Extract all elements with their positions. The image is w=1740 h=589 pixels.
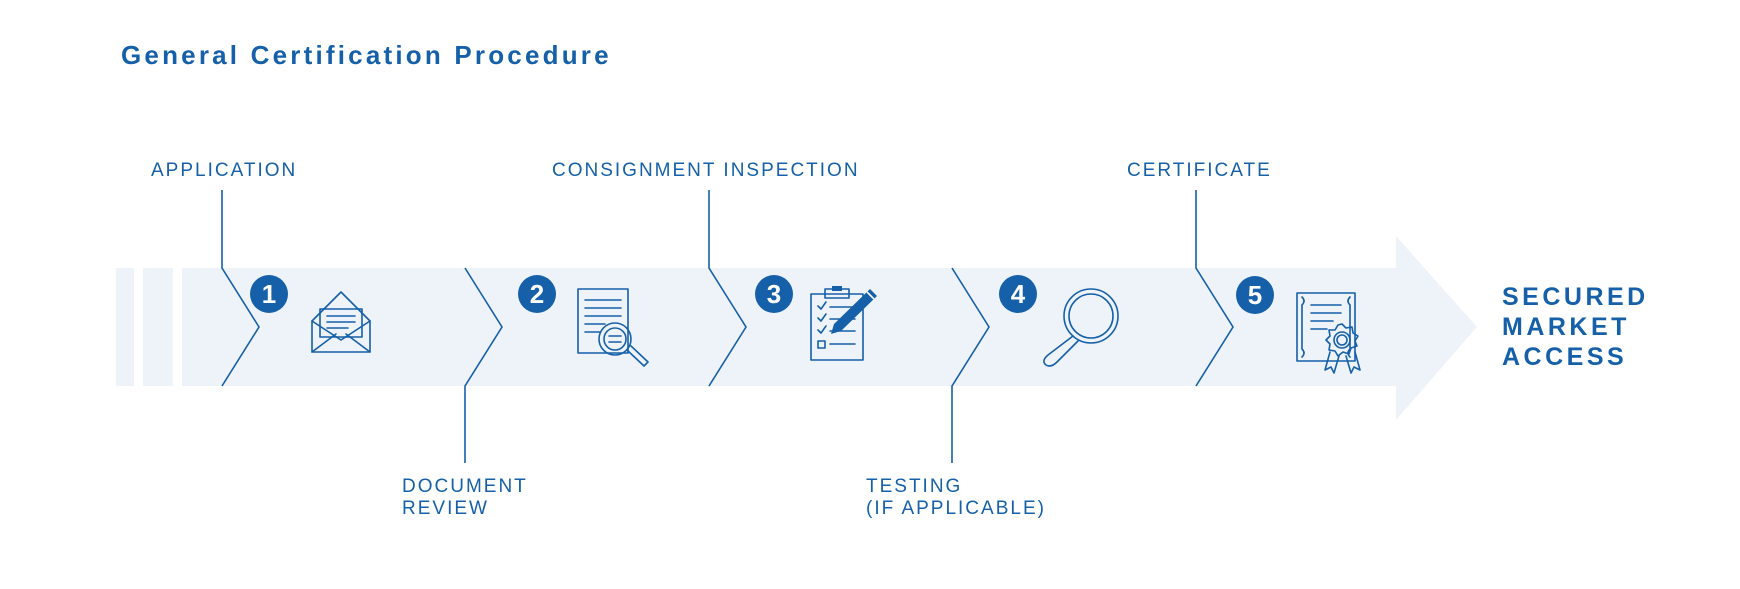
step-separators [221,190,1234,463]
diagram-title: General Certification Procedure [121,40,612,70]
band-stripe [116,268,134,386]
badge-circle [250,275,288,313]
arrow-shape [182,236,1477,420]
magnifying-glass-icon [1043,288,1119,367]
badge-circle [1236,276,1274,314]
separator-consignment-inspection [708,190,747,387]
step-number: 4 [1011,279,1026,309]
separator-certificate [1195,190,1234,387]
separator-application [221,190,260,387]
band-stripe [143,268,173,386]
step-number: 2 [530,279,544,309]
outcome-label: SECURED MARKET ACCESS [1502,283,1659,371]
step-badge-1: 1 [250,275,288,313]
separator-testing [951,267,990,463]
step-number: 3 [767,279,781,309]
step-number: 1 [262,279,276,309]
step-number: 5 [1248,280,1262,310]
step-label-testing: TESTING (IF APPLICABLE) [866,476,1046,519]
process-arrow-band [116,236,1477,420]
badge-circle [999,275,1037,313]
step-label-consignment-inspection: CONSIGNMENT INSPECTION [552,160,860,181]
certificate-icon [1296,292,1361,374]
step-label-document-review: DOCUMENT REVIEW [402,476,535,519]
envelope-icon [311,291,371,353]
document-magnifier-icon [577,288,649,367]
badge-circle [518,275,556,313]
badge-circle [755,275,793,313]
step-badge-2: 2 [518,275,556,313]
clipboard-checklist-icon [810,286,877,361]
step-badge-5: 5 [1236,276,1274,314]
separator-document-review [464,267,503,463]
step-label-certificate: CERTIFICATE [1127,160,1272,181]
step-label-application: APPLICATION [151,160,297,181]
step-badge-3: 3 [755,275,793,313]
step-badge-4: 4 [999,275,1037,313]
